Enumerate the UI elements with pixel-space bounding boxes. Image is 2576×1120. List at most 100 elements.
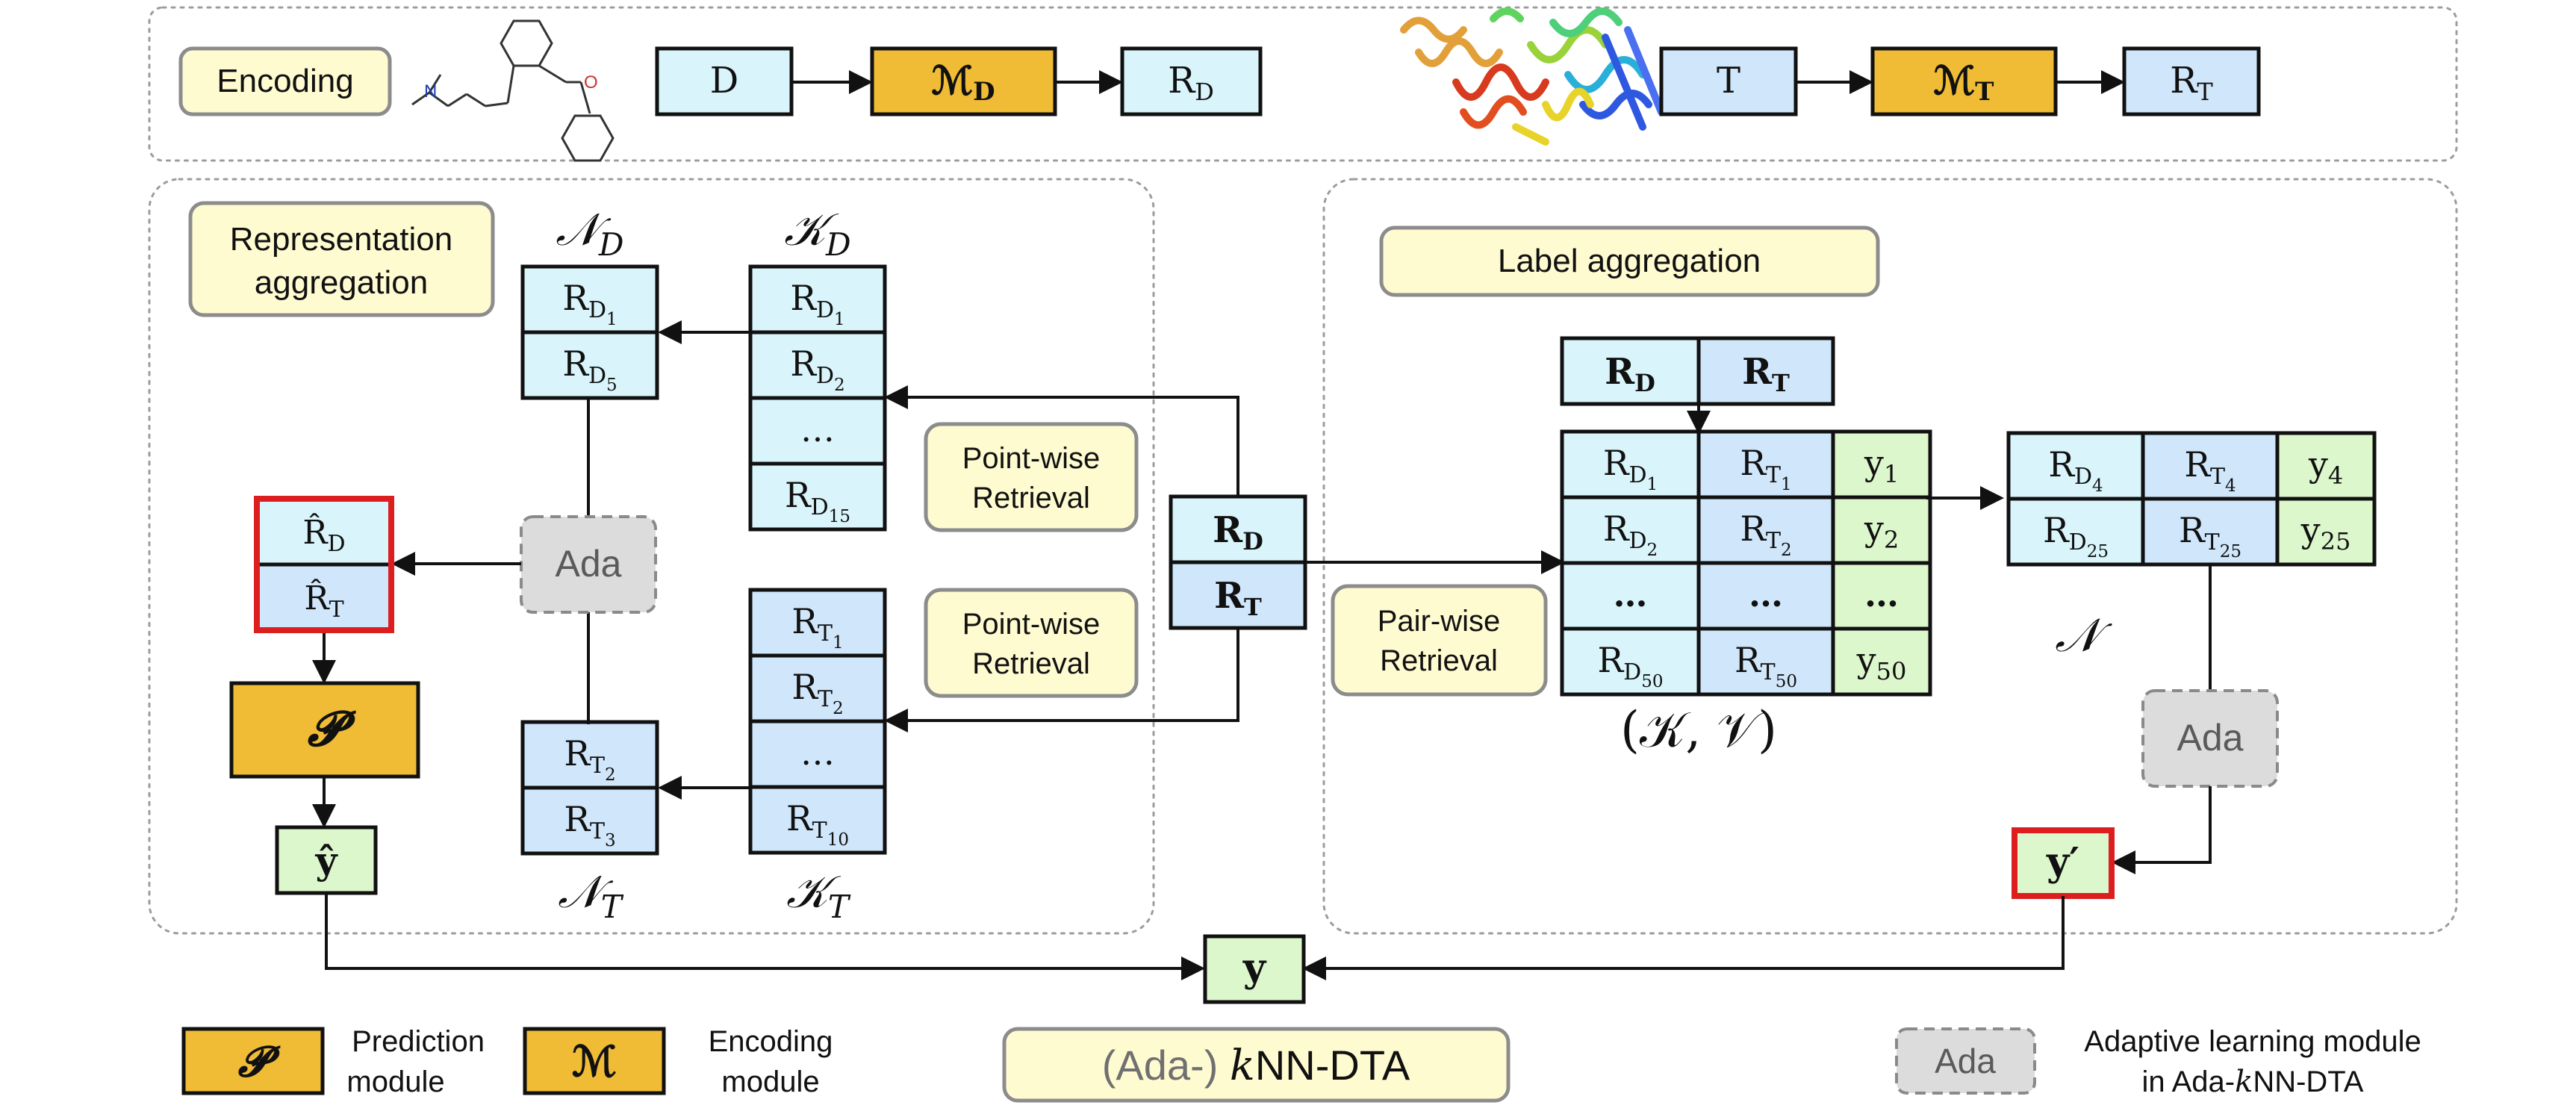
protein-structure-icon: [1400, 7, 1665, 146]
representation-label: RD15: [785, 475, 850, 526]
nd-title: 𝒩D: [556, 204, 623, 263]
column-cell: [748, 330, 887, 400]
svg-text:module: module: [346, 1065, 444, 1098]
legend-title: (Ada-) kNN-DTA: [1002, 1027, 1511, 1103]
svg-text:RD: RD: [1168, 60, 1214, 106]
svg-text:Retrieval: Retrieval: [1380, 644, 1498, 677]
representation-label: RT4: [2184, 444, 2236, 496]
drug-cell: [1560, 429, 1701, 500]
pair-wise-retrieval-label: Pair-wise Retrieval: [1331, 584, 1548, 697]
query-to-kd-arrow: [884, 385, 1239, 497]
ada-module-representation: Ada: [520, 515, 657, 614]
svg-text:Retrieval: Retrieval: [972, 647, 1090, 680]
label-aggregation-label: Label aggregation: [1379, 225, 1880, 297]
column-cell: [748, 653, 887, 724]
svg-text:y: y: [1242, 945, 1267, 991]
svg-text:RD: RD: [1213, 509, 1263, 556]
kv-title: (𝒦, 𝒱): [1620, 701, 1777, 759]
svg-text:module: module: [721, 1065, 819, 1098]
svg-text:Adaptive learning module: Adaptive learning module: [2084, 1025, 2421, 1058]
svg-text:Prediction: Prediction: [352, 1025, 485, 1058]
target-representation-box: RT: [2122, 46, 2261, 116]
svg-text:aggregation: aggregation: [255, 264, 428, 301]
query-representation-box: RD RT: [1169, 494, 1307, 630]
point-wise-retrieval-label-2: Point-wise Retrieval: [924, 588, 1139, 698]
representation-label: RT2: [1740, 508, 1791, 560]
n-title: 𝒩: [2055, 608, 2112, 662]
y-prime-box: y′: [2012, 827, 2115, 899]
representation-label: RT1: [791, 601, 843, 653]
representation-label: RD1: [790, 278, 844, 329]
representation-label: RT10: [786, 798, 849, 850]
representation-label: RT50: [1735, 640, 1797, 691]
legend-ada-module: Ada Adaptive learning module in Ada-kNN-…: [1895, 1025, 2421, 1099]
target-cell: [1696, 429, 1835, 500]
kt-title: 𝒦T: [786, 866, 851, 925]
svg-text:ℳ: ℳ: [572, 1037, 617, 1086]
legend-prediction-module: 𝓟 Prediction module: [181, 1025, 485, 1098]
encoding-label: Encoding: [178, 46, 392, 116]
drug-cell: [2006, 497, 2145, 567]
ellipsis-text: …: [1864, 574, 1899, 615]
drug-input-box: D: [655, 46, 794, 116]
label-cell: [2275, 497, 2377, 567]
svg-text:Ada: Ada: [1935, 1042, 1996, 1080]
column-cell: [520, 330, 659, 400]
svg-text:Retrieval: Retrieval: [972, 482, 1090, 514]
column-cell: [748, 264, 887, 335]
svg-text:Pair-wise: Pair-wise: [1378, 605, 1500, 638]
label-value: y4: [2308, 444, 2343, 490]
rt-hat: R̂T: [304, 578, 343, 623]
svg-text:ℳT: ℳT: [1934, 58, 1994, 107]
ada-module-label: Ada: [2141, 689, 2279, 788]
representation-label: RD25: [2043, 510, 2109, 561]
svg-text:(Ada-) kNN-DTA: (Ada-) kNN-DTA: [1102, 1042, 1410, 1090]
label-value: y1: [1864, 443, 1899, 488]
svg-text:Ada: Ada: [2177, 717, 2244, 759]
svg-text:Encoding: Encoding: [709, 1025, 833, 1058]
target-encoder-module: ℳT: [1870, 46, 2058, 116]
column-cell: [748, 588, 887, 658]
nitrogen-atom-icon: N: [424, 81, 437, 102]
column-cell: [748, 461, 887, 532]
table-row: RD2 RT2 y2: [1560, 495, 1932, 565]
svg-text:ŷ: ŷ: [314, 839, 338, 883]
svg-text:in Ada-kNN-DTA: in Ada-kNN-DTA: [2142, 1065, 2364, 1099]
target-cell: [1696, 626, 1835, 697]
label-value: y25: [2300, 510, 2351, 556]
ellipsis-text: …: [800, 732, 835, 773]
representation-label: RD5: [562, 343, 617, 395]
table-row: … … …: [1560, 561, 1932, 631]
drug-cell: [1560, 495, 1701, 565]
svg-text:y′: y′: [2046, 839, 2079, 885]
column-cell: [748, 719, 887, 789]
label-aggregation-panel: [1322, 178, 2458, 935]
column-cell: [748, 785, 887, 855]
representation-label: RT2: [791, 667, 843, 718]
label-cell: [1831, 429, 1932, 500]
column-cell: [520, 785, 659, 856]
ellipsis-text: …: [1614, 574, 1648, 615]
representation-label: RD1: [1603, 443, 1658, 494]
nt-title: 𝒩T: [558, 866, 623, 925]
representation-label: RD2: [1603, 508, 1658, 560]
ada-to-yprime-arrow: [2112, 786, 2212, 874]
representation-label: RD4: [2048, 444, 2103, 496]
drug-encoder-module: ℳD: [870, 46, 1057, 116]
column-cell: [520, 720, 659, 790]
ellipsis-text: …: [800, 409, 835, 449]
ellipsis-text: …: [1749, 574, 1783, 615]
representation-aggregation-label: Representation aggregation: [188, 201, 495, 317]
drug-molecule-icon: [411, 19, 615, 162]
label-cell: [2275, 431, 2377, 501]
drug-cell: [1560, 626, 1701, 697]
label-value: y2: [1864, 508, 1899, 554]
